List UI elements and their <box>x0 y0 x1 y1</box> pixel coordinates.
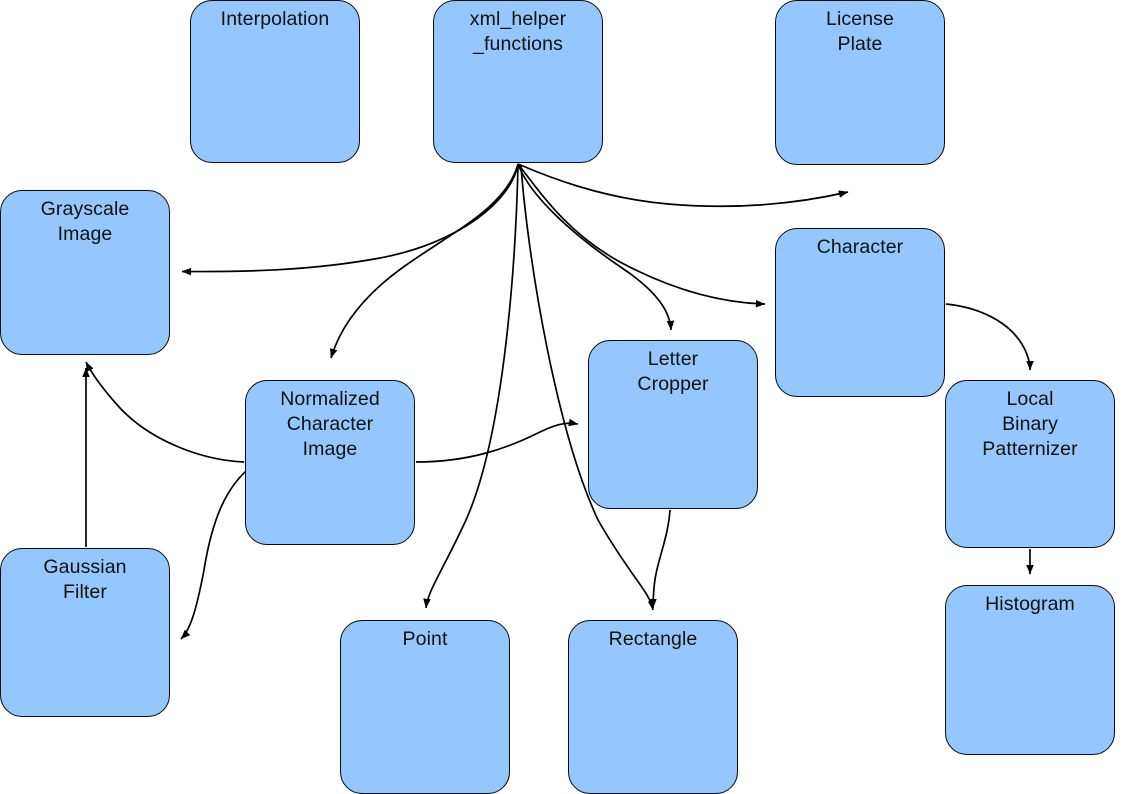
node-grayscale-image[interactable]: Grayscale Image <box>0 190 170 355</box>
edge-xml-to-point <box>423 165 519 609</box>
node-letter-cropper[interactable]: Letter Cropper <box>588 340 758 509</box>
node-normalized-character-image[interactable]: Normalized Character Image <box>245 380 415 545</box>
node-label: Point <box>402 628 448 650</box>
node-label: xml_helper _functions <box>469 8 567 55</box>
node-label: Histogram <box>985 593 1075 615</box>
node-label: License Plate <box>826 8 894 55</box>
node-xml-helper-functions[interactable]: xml_helper _functions <box>433 0 603 163</box>
node-license-plate[interactable]: License Plate <box>775 0 945 165</box>
node-rectangle[interactable]: Rectangle <box>568 620 738 794</box>
edge-xml-to-normalized <box>330 163 519 359</box>
node-point[interactable]: Point <box>340 620 510 794</box>
edge-xml-to-lettercropper <box>517 163 675 331</box>
node-histogram[interactable]: Histogram <box>945 585 1115 755</box>
node-label: Normalized Character Image <box>280 388 380 460</box>
edge-normalized-to-grayscale <box>85 361 245 463</box>
edge-normalized-to-gaussian <box>180 465 253 640</box>
node-label: Gaussian Filter <box>43 556 127 603</box>
node-label: Local Binary Patternizer <box>982 388 1078 460</box>
edge-xml-to-licenseplate <box>517 163 849 208</box>
edge-character-to-lbp <box>945 303 1034 371</box>
node-interpolation[interactable]: Interpolation <box>190 0 360 163</box>
node-label: Character <box>816 236 904 258</box>
edge-xml-to-character <box>517 163 766 308</box>
edge-cropper-to-rectangle <box>649 509 671 609</box>
node-local-binary-patternizer[interactable]: Local Binary Patternizer <box>945 380 1115 548</box>
node-gaussian-filter[interactable]: Gaussian Filter <box>0 548 170 717</box>
node-label: Letter Cropper <box>637 348 709 395</box>
node-character[interactable]: Character <box>775 228 945 397</box>
node-label: Grayscale Image <box>40 198 130 245</box>
node-label: Rectangle <box>608 628 698 650</box>
edge-xml-to-grayscale <box>181 163 519 276</box>
edge-normalized-to-lettercropper <box>415 418 579 463</box>
node-label: Interpolation <box>220 8 330 30</box>
